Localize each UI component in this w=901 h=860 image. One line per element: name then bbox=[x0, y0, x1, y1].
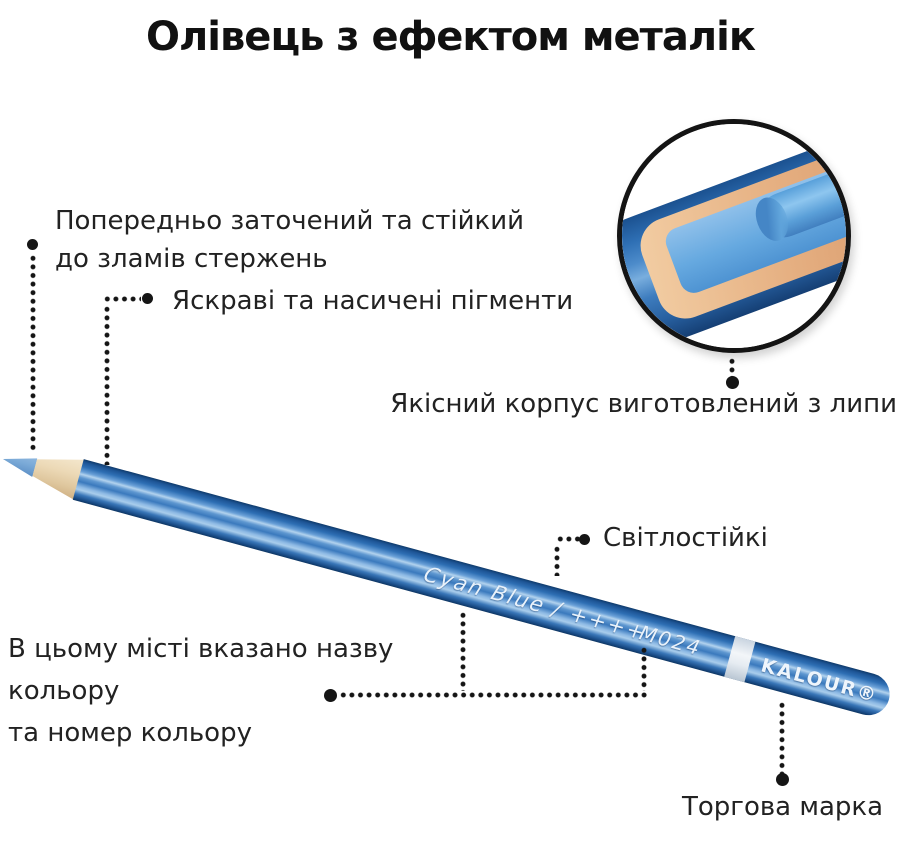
leader-bullet bbox=[579, 534, 590, 545]
annotation-line: Попередньо заточений та стійкий bbox=[55, 206, 525, 236]
annotation-pigments: Яскраві та насичені пігменти bbox=[172, 286, 574, 316]
annotation-trademark: Торгова марка bbox=[682, 792, 884, 822]
leader-bullet bbox=[324, 689, 337, 702]
inset-carved-channel bbox=[661, 159, 846, 297]
leader-line-vertical bbox=[779, 701, 785, 774]
inset-pencil-body bbox=[622, 124, 846, 348]
pencil-divider-band bbox=[724, 636, 756, 683]
leader-bullet bbox=[142, 293, 153, 304]
inset-pencil-cutaway bbox=[622, 124, 846, 348]
leader-bullet bbox=[726, 376, 739, 389]
pencil-lead-tip bbox=[0, 439, 40, 488]
leader-line-horizontal bbox=[103, 296, 141, 302]
leader-line-vertical bbox=[729, 357, 735, 379]
annotation-presharpened-lead: Попередньо заточений та стійкий до зламі… bbox=[55, 203, 525, 278]
inset-lead-core-cap bbox=[749, 193, 794, 246]
inset-lead-core bbox=[749, 160, 846, 246]
inset-circle bbox=[617, 119, 851, 353]
annotation-lightfast: Світлостійкі bbox=[603, 523, 768, 553]
leader-line-vertical bbox=[460, 611, 466, 691]
leader-bullet bbox=[27, 239, 38, 250]
annotation-color-location: В цьому місті вказано назву кольору та н… bbox=[8, 628, 478, 754]
pencil-wood-cone bbox=[0, 439, 86, 501]
leader-line-horizontal bbox=[339, 692, 649, 698]
leader-line-vertical bbox=[104, 305, 110, 465]
inset-wood-layer bbox=[632, 138, 846, 327]
leader-bullet bbox=[776, 773, 789, 786]
leader-line-vertical bbox=[641, 646, 647, 691]
leader-line-vertical bbox=[554, 545, 560, 576]
annotation-wood-body: Якісний корпус виготовлений з липи bbox=[390, 389, 897, 419]
annotation-line: до зламів стержень bbox=[55, 243, 328, 274]
leader-line-horizontal bbox=[556, 536, 582, 542]
annotation-line: В цьому місті вказано назву кольору bbox=[8, 634, 394, 707]
page-title: Олівець з ефектом металік bbox=[145, 14, 756, 60]
annotation-line: та номер кольору bbox=[8, 718, 252, 749]
leader-line-vertical bbox=[30, 254, 36, 452]
